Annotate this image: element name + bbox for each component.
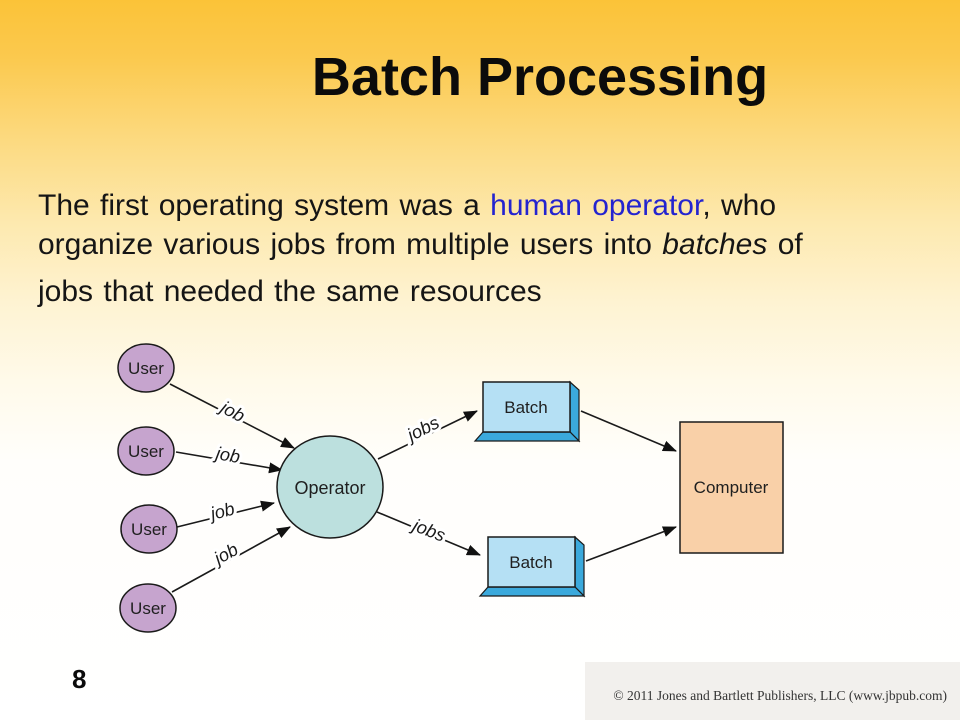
paragraph-line-2: organize various jobs from multiple user… (38, 225, 928, 264)
page-title: Batch Processing (311, 47, 769, 107)
text-segment: The first operating system was a (38, 189, 491, 222)
batch-top-label: Batch (504, 398, 547, 417)
emphasis-batches: batches (662, 228, 768, 261)
edge-user2-operator (175, 451, 283, 474)
edge-user4-operator (171, 526, 291, 593)
user3-label: User (131, 520, 167, 539)
computer-label: Computer (694, 478, 769, 497)
edge-label-jobs-bottom: jobs (407, 514, 448, 546)
batch-bottom-bottom-side (478, 586, 586, 597)
user1-node (117, 343, 175, 393)
batch-top-node (482, 381, 571, 433)
page-number: 8 (72, 664, 87, 694)
user4-node (119, 583, 177, 633)
body-paragraph: The first operating system was a human o… (38, 186, 928, 311)
batch-bottom-label: Batch (509, 553, 552, 572)
edge-operator-batch-top (377, 410, 478, 460)
user4-label: User (130, 599, 166, 618)
edge-label-job2: job (212, 443, 242, 467)
operator-label: Operator (294, 478, 365, 498)
edge-user1-operator (169, 383, 295, 449)
edge-label-job4: job (208, 539, 241, 570)
paragraph-line-1: The first operating system was a human o… (38, 186, 928, 225)
operator-node (276, 435, 384, 539)
batch-top-side (569, 380, 580, 443)
text-segment: organize various jobs from multiple user… (38, 228, 663, 261)
edge-batch-top-computer (580, 410, 677, 452)
edge-batch-bottom-computer (585, 526, 677, 562)
highlight-human-operator: human operator (490, 189, 703, 222)
text-segment: of (767, 228, 803, 261)
user2-node (117, 426, 175, 476)
paragraph-line-3: jobs that needed the same resources (38, 275, 542, 308)
user3-node (120, 504, 178, 554)
copyright-text: © 2011 Jones and Bartlett Publishers, LL… (613, 688, 947, 703)
user1-label: User (128, 359, 164, 378)
edge-label-jobs-top: jobs (401, 412, 442, 446)
user2-label: User (128, 442, 164, 461)
text-segment: , who (702, 189, 777, 222)
computer-node (679, 421, 784, 554)
batch-bottom-node (487, 536, 576, 588)
edge-user3-operator (176, 500, 275, 528)
edge-label-job3: job (206, 499, 237, 525)
batch-bottom-side (574, 535, 585, 598)
copyright-bar: © 2011 Jones and Bartlett Publishers, LL… (585, 662, 960, 720)
batch-top-bottom-side (473, 431, 581, 442)
edge-operator-batch-bottom (376, 511, 481, 556)
